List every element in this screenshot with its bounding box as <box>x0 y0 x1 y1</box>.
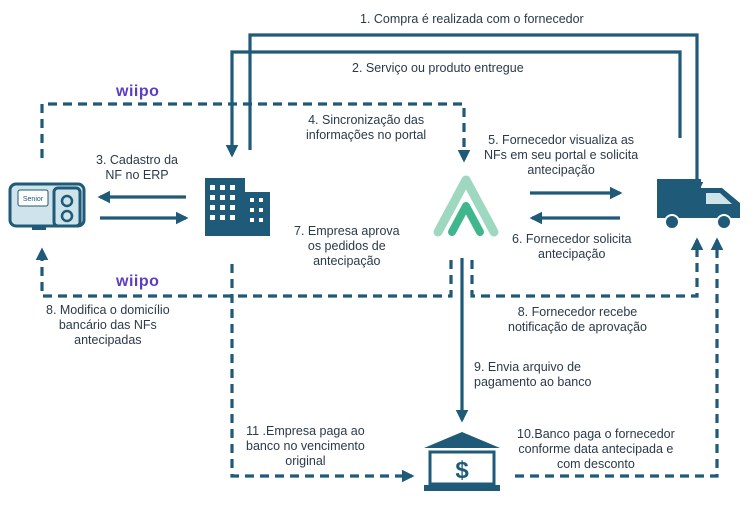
computer-icon: Senior <box>8 182 86 230</box>
arrow-step-8-left <box>35 247 453 298</box>
wiipo-logo-bottom: wiipo <box>116 273 160 290</box>
arrow-step-10 <box>515 237 724 478</box>
arrow-step-11 <box>230 264 415 483</box>
label-step-1: 1. Compra é realizada com o fornecedor <box>360 12 584 26</box>
platform-logo-icon <box>433 175 499 237</box>
wiipo-logo-top: wiipo <box>116 83 160 100</box>
svg-text:$: $ <box>455 457 469 484</box>
label-step-2: 2. Serviço ou produto entregue <box>352 61 524 75</box>
arrow-step-8-right <box>470 237 704 298</box>
senior-badge: Senior <box>23 196 44 203</box>
arrow-step-4 <box>40 102 471 163</box>
bank-icon: $ <box>424 432 500 491</box>
truck-icon <box>657 179 740 230</box>
arrow-step-1 <box>248 33 704 195</box>
building-icon <box>205 178 270 236</box>
